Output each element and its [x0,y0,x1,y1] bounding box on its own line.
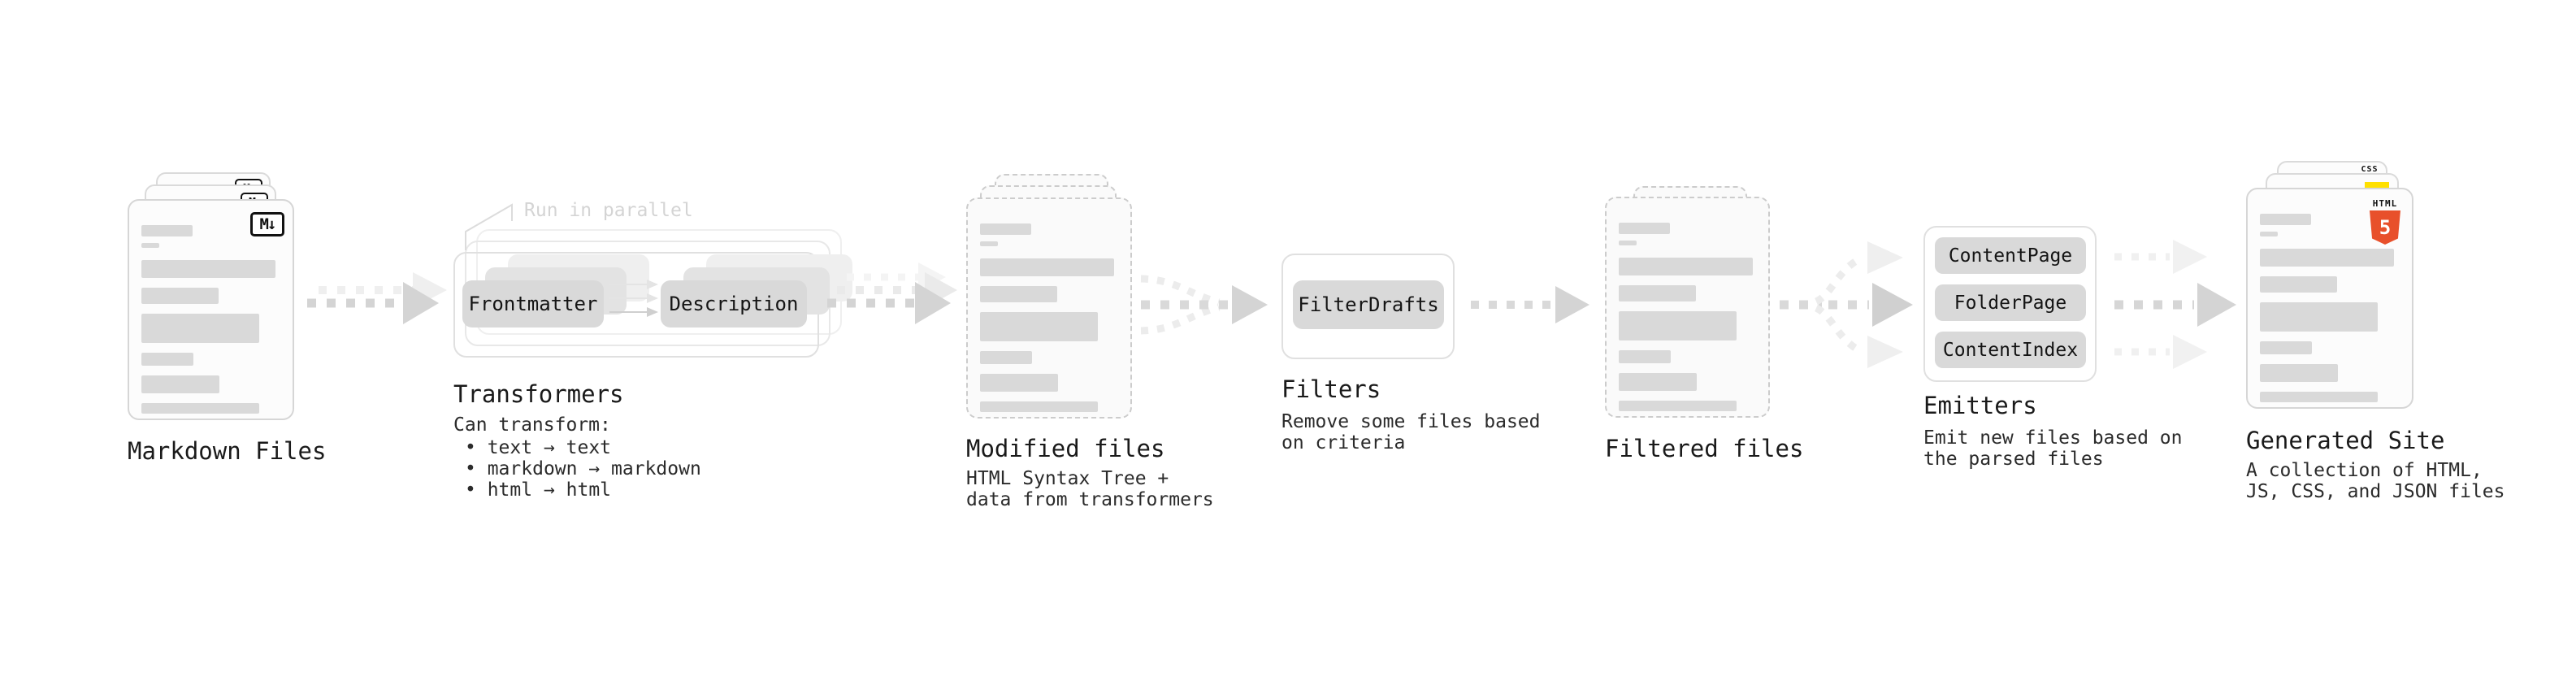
transformers-description: Can transform: [453,414,611,436]
html5-icon: HTML 5 [2366,199,2404,245]
list-item: html → html [465,479,701,501]
generated-site-description: A collection of HTML, [2246,460,2483,481]
html5-wordmark: HTML [2372,198,2398,209]
doc-text-placeholder [1619,223,1756,411]
doc-text-placeholder [2260,214,2400,402]
doc-text-placeholder [980,223,1118,412]
filters-box [1281,254,1455,359]
transformers-capability-list: text → text markdown → markdown html → h… [465,437,701,501]
filtered-file-card [1605,197,1770,418]
emitters-description: the parsed files [1923,449,2104,470]
filterdrafts-pill: FilterDrafts [1293,280,1444,329]
run-in-parallel-note: Run in parallel [524,200,693,221]
modified-files-description: HTML Syntax Tree + [966,468,1169,489]
css-badge-label: CSS [2361,165,2379,174]
html5-number: 5 [2379,216,2392,239]
emitters-description: Emit new files based on [1923,427,2183,449]
list-item: text → text [465,437,701,458]
arrow-modified-to-filters [1140,275,1268,335]
filtered-files-label: Filtered files [1605,435,1804,462]
modified-file-card [966,197,1132,419]
modified-files-label: Modified files [966,435,1165,462]
markdown-files-label: Markdown Files [128,437,327,465]
arrow-markdown-to-transformers [307,272,447,324]
generated-site-label: Generated Site [2246,427,2445,454]
modified-files-description: data from transformers [966,489,1214,510]
site-file-card-html: HTML 5 [2246,188,2413,409]
arrow-filters-to-filtered [1471,286,1589,323]
folderpage-pill: FolderPage [1935,284,2086,321]
arrow-emitters-to-site [2114,240,2236,369]
doc-text-placeholder [141,225,280,414]
frontmatter-pill: Frontmatter [462,280,604,327]
markdown-icon: M↓ [250,212,284,236]
contentpage-pill: ContentPage [1935,237,2086,274]
markdown-file-card: M↓ [128,199,294,420]
filters-description: Remove some files based [1281,411,1541,432]
contentindex-pill: ContentIndex [1935,332,2086,368]
generated-site-description: JS, CSS, and JSON files [2246,481,2505,502]
filters-description: on criteria [1281,432,1406,453]
arrow-filtered-to-emitters [1780,241,1913,368]
filters-label: Filters [1281,375,1381,403]
emitters-box [1923,226,2097,382]
list-item: markdown → markdown [465,458,701,479]
description-pill: Description [661,280,807,327]
transformers-label: Transformers [453,380,624,408]
emitters-label: Emitters [1923,392,2037,419]
